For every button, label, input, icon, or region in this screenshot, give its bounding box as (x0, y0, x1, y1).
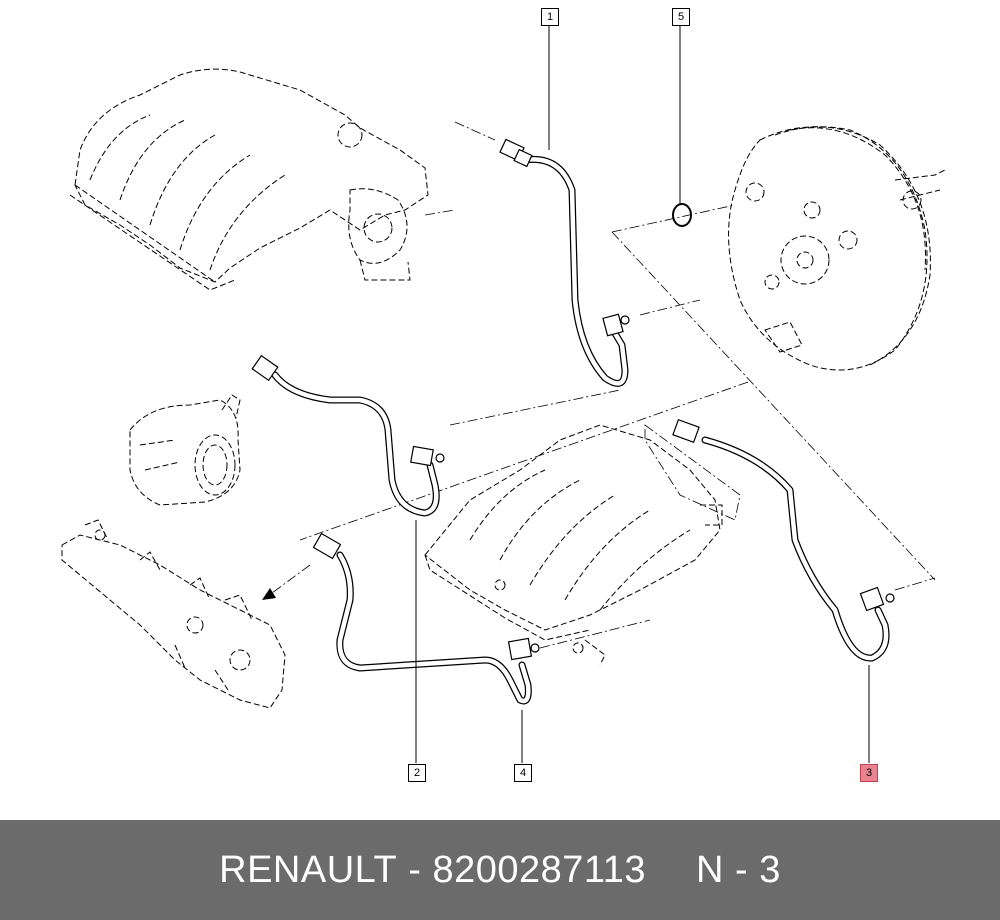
throttle-body-drawing (129, 394, 241, 506)
callout-5[interactable]: 5 (672, 8, 690, 26)
hose-2 (251, 354, 445, 517)
leader-lines (415, 25, 870, 763)
intake-manifold-drawing (69, 68, 429, 291)
fuel-rail-drawing (61, 519, 286, 709)
separator: - (408, 848, 422, 891)
direction-arrow (262, 564, 311, 600)
brand-label: RENAULT (219, 848, 398, 891)
diagram-reference: N - 3 (696, 848, 781, 891)
brake-booster-drawing (728, 126, 946, 371)
hose-1 (499, 138, 630, 387)
parts-diagram (61, 25, 946, 763)
callout-4[interactable]: 4 (514, 764, 532, 782)
part-number: 8200287113 (432, 848, 646, 891)
hose-3 (672, 418, 895, 662)
callout-1[interactable]: 1 (541, 8, 559, 26)
o-ring-5 (672, 203, 692, 227)
callout-3[interactable]: 3 (860, 764, 878, 782)
callout-2[interactable]: 2 (408, 764, 426, 782)
lower-manifold-drawing (424, 424, 723, 666)
footer-bar: RENAULT - 8200287113 N - 3 (0, 820, 1000, 920)
hose-4 (312, 532, 540, 705)
